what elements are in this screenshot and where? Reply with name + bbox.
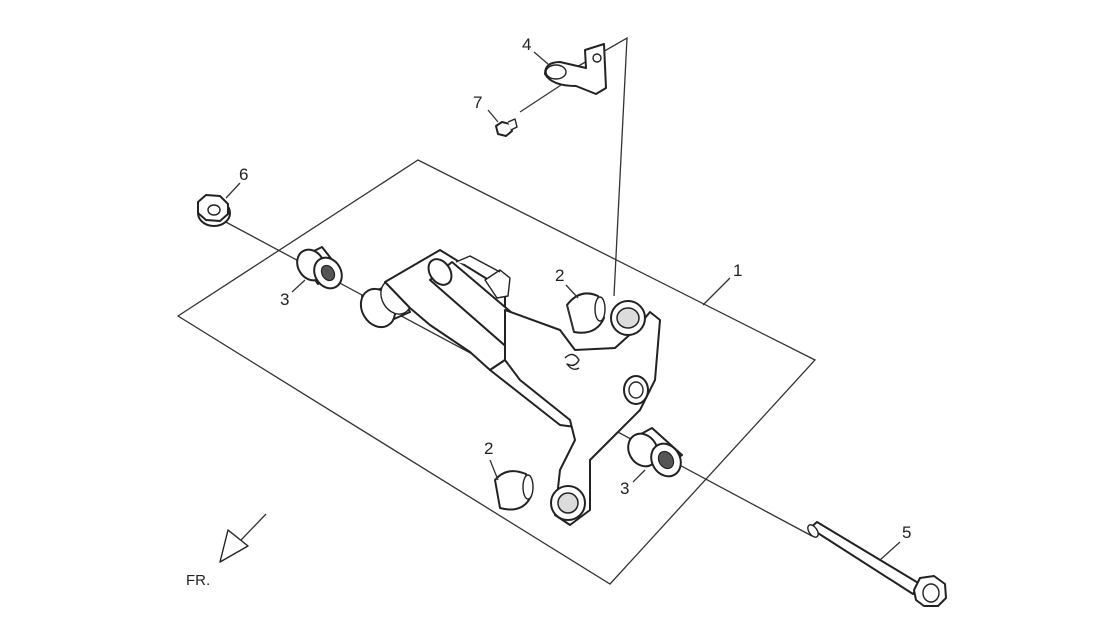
leader-part-3-left	[291, 279, 306, 293]
swing-arm-frame-part-1	[359, 249, 661, 526]
label-part-1: 1	[733, 261, 742, 280]
flange-nut-part-6	[197, 194, 231, 227]
label-part-4: 4	[522, 35, 531, 54]
label-part-3-right: 3	[620, 479, 629, 498]
assembly-outline	[176, 159, 817, 585]
leader-part-4	[533, 51, 549, 65]
front-direction-label: FR.	[186, 572, 210, 589]
label-part-5: 5	[902, 523, 911, 542]
small-bolt-part-7	[495, 118, 518, 137]
leader-part-3-right	[632, 469, 646, 483]
bracket-clamp-part-4	[544, 43, 607, 95]
leader-part-6	[225, 182, 241, 199]
leader-part-7	[487, 109, 499, 123]
label-part-6: 6	[239, 165, 248, 184]
leader-part-1	[702, 277, 731, 306]
damper-part-2-upper	[566, 292, 606, 334]
label-part-2-lower: 2	[484, 439, 493, 458]
label-part-7: 7	[473, 93, 482, 112]
label-part-3-left: 3	[280, 290, 289, 309]
leader-part-2-lower	[489, 459, 499, 481]
leader-part-5	[879, 541, 901, 561]
front-direction-arrow-icon	[219, 513, 267, 563]
bushing-part-3-left	[296, 246, 343, 290]
leader-part-2-upper	[565, 284, 579, 299]
label-part-2-upper: 2	[555, 266, 564, 285]
damper-part-2-lower	[494, 470, 534, 511]
long-bolt-part-5	[807, 521, 947, 607]
bushing-part-3-right	[627, 427, 683, 478]
